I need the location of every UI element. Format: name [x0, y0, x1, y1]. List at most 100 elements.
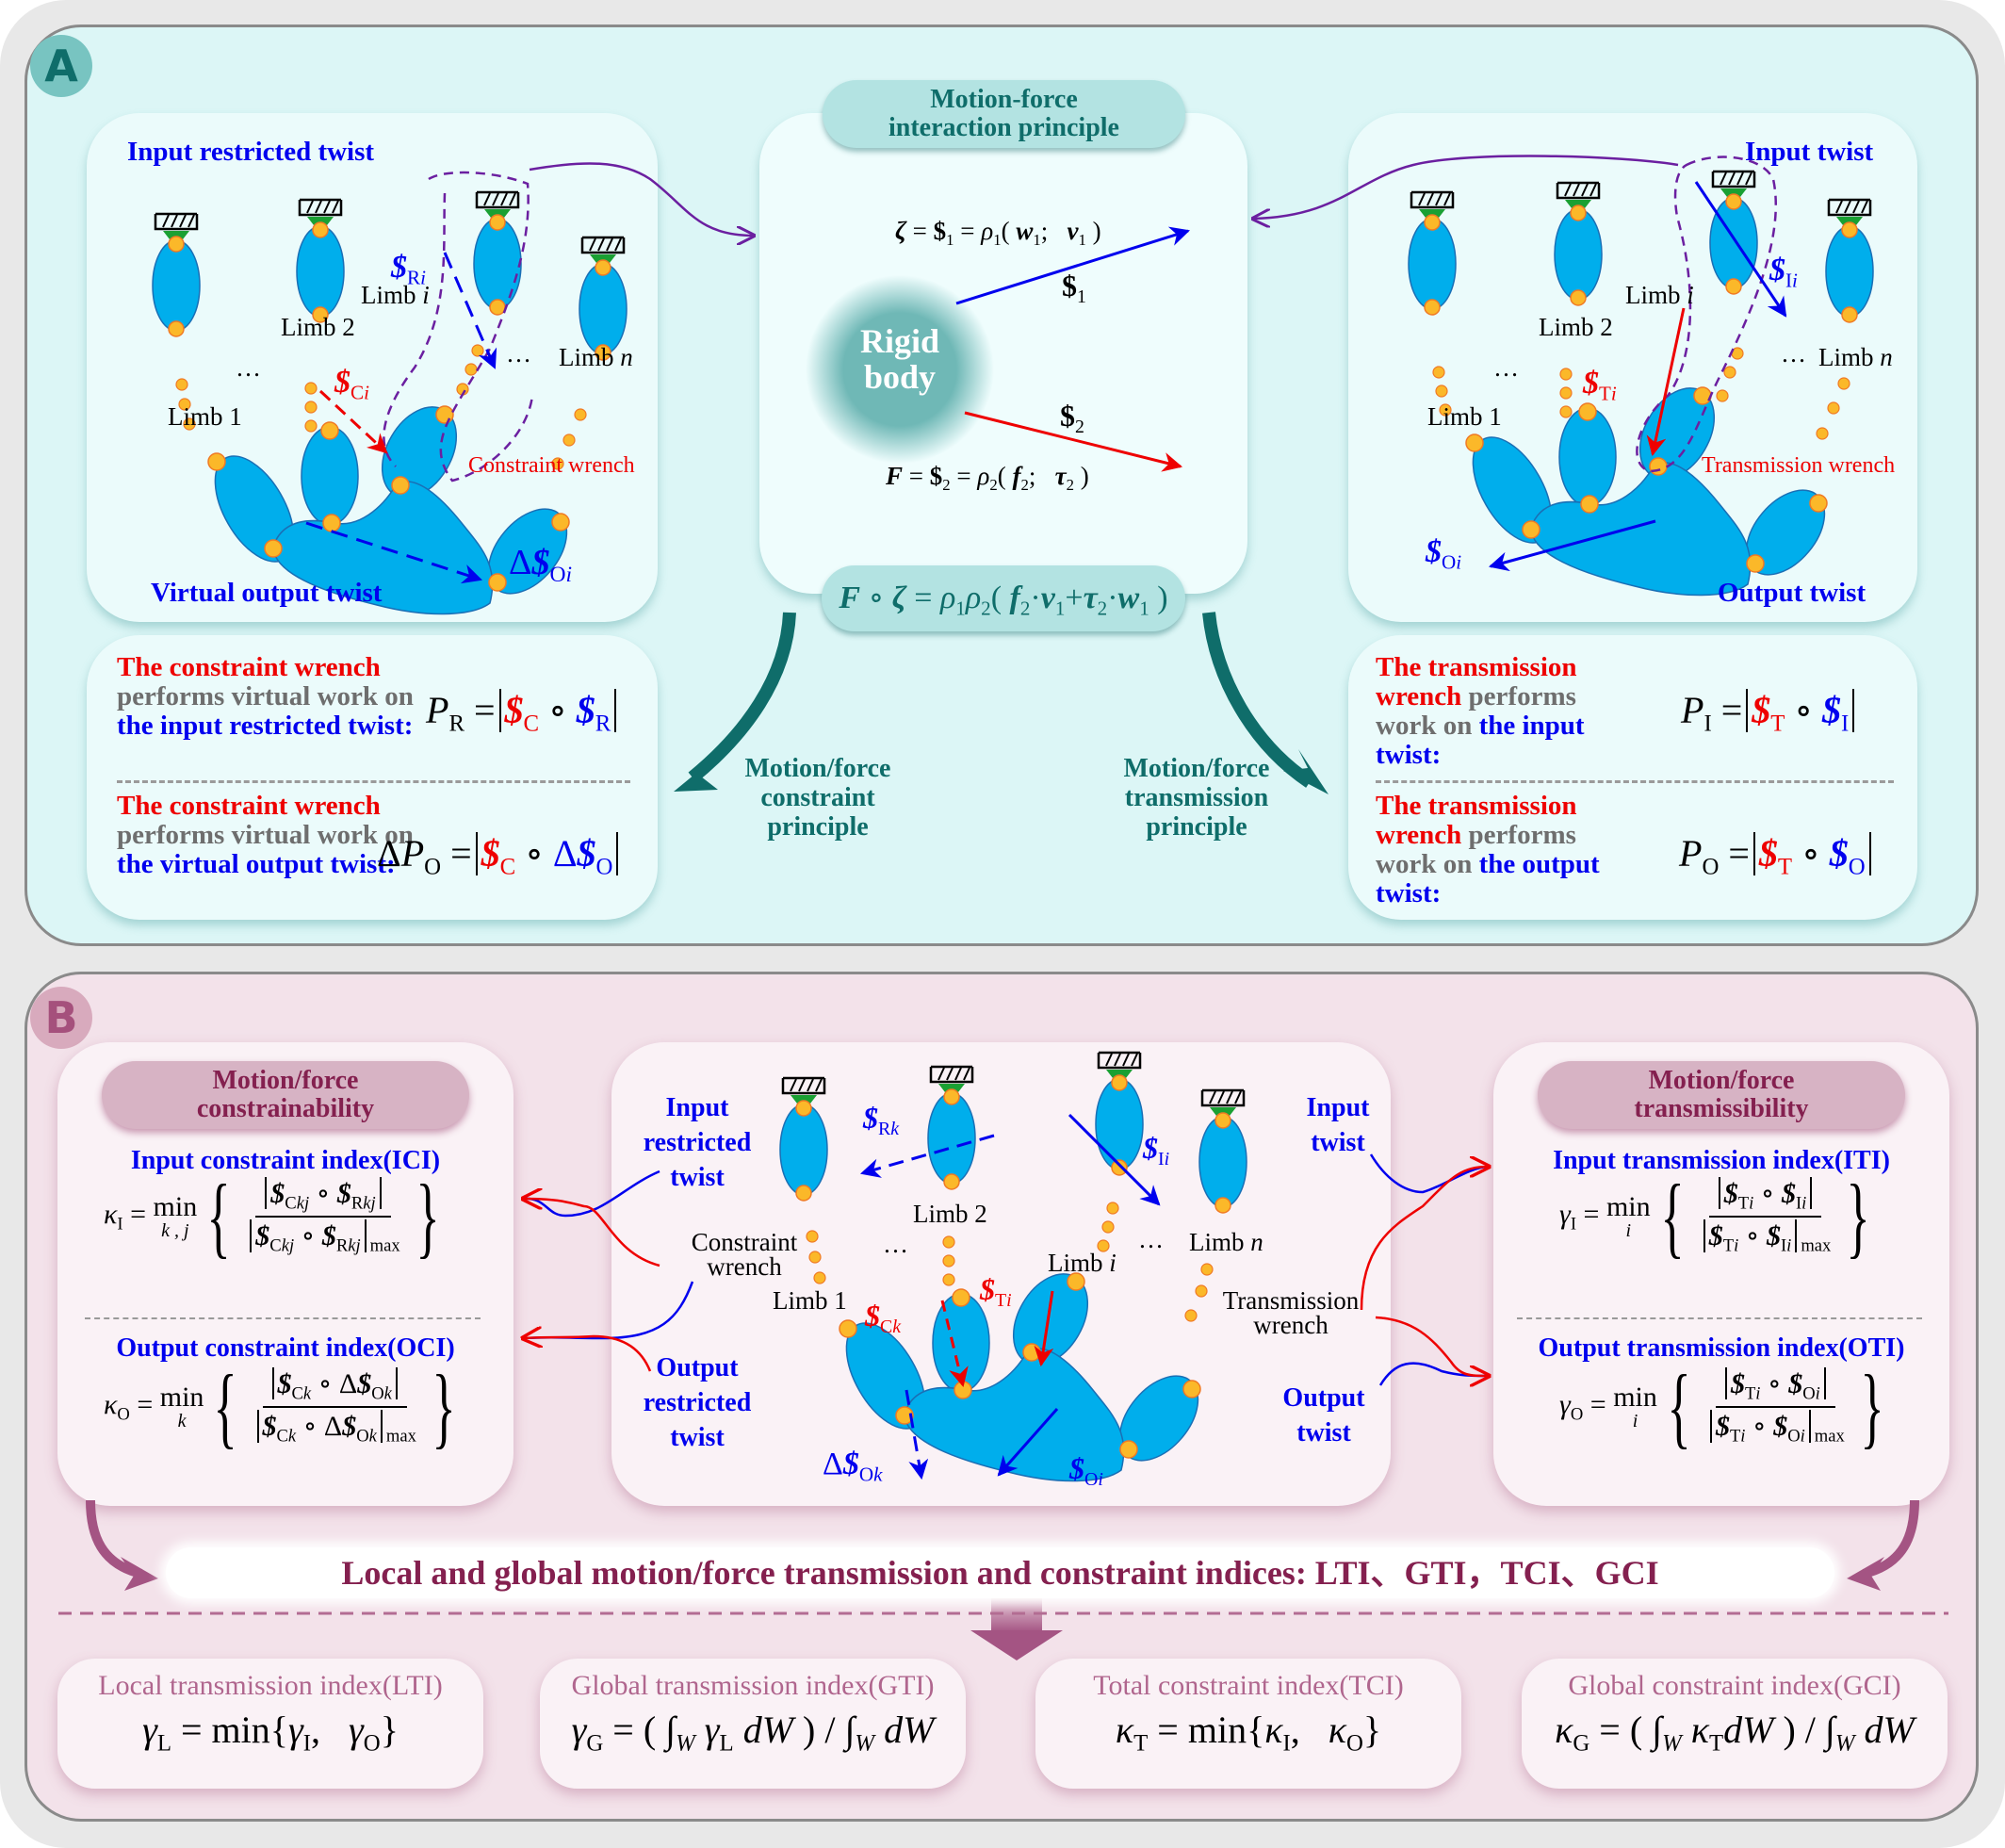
a-left-mechanism	[151, 162, 754, 613]
label-line: restricted	[643, 1128, 752, 1157]
label-line: Transmission	[1222, 1286, 1360, 1315]
b-connectors	[523, 1153, 1489, 1385]
gti-formula: γG = ( ∫W γL dW ) / ∫W dW	[571, 1709, 935, 1757]
label-line: Input	[665, 1093, 729, 1122]
iti-label: Input transmission index(ITI)	[1553, 1146, 1890, 1175]
pill-title-line: constrainability	[196, 1094, 375, 1123]
oti-label: Output transmission index(OTI)	[1538, 1333, 1905, 1363]
pi-formula: PI =$T ∘ $I	[1681, 688, 1858, 738]
principle-line: transmission	[1124, 783, 1269, 812]
screw-ii-label: $Ii	[1143, 1131, 1170, 1169]
label-line: twist	[1296, 1418, 1351, 1447]
screw-ti-label: $Ti	[980, 1272, 1012, 1311]
panel-b-badge: B	[30, 987, 92, 1049]
divider	[1517, 1317, 1922, 1319]
transmission-wrench-label: Transmission wrench	[1702, 453, 1896, 478]
limb-i-label: Limb i	[361, 281, 430, 309]
transmission-work-box	[1348, 635, 1917, 920]
screw-r-label: $Ri	[391, 250, 426, 289]
index-card-lti: Local transmission index(LTI) γL = min{γ…	[57, 1659, 483, 1789]
label-line: Input	[1306, 1093, 1370, 1122]
virtual-output-twist-label: Virtual output twist	[151, 578, 383, 608]
interaction-drawing	[806, 226, 1191, 472]
limb-i-label: Limb i	[1625, 281, 1694, 309]
lti-formula: γL = min{γI, γO}	[142, 1709, 399, 1757]
ellipsis: …	[506, 339, 531, 368]
screw-delta-o-label: Δ$Oi	[509, 543, 572, 588]
constraint-wrench-label: Constraint wrench	[674, 1230, 815, 1281]
interaction-principle-pill: Motion-force interaction principle	[823, 80, 1185, 148]
limb-2-label: Limb 2	[1539, 313, 1613, 341]
input-twist-label: Input twist	[1745, 137, 1874, 167]
limb-i-label: Limb i	[1048, 1249, 1117, 1277]
output-twist-label: Output twist	[1718, 578, 1866, 608]
divider	[1376, 780, 1894, 783]
screw-delta-ok-label: Δ$Ok	[823, 1447, 883, 1486]
output-restricted-twist-label: Output restricted twist	[627, 1350, 768, 1455]
principle-line: principle	[1146, 812, 1247, 842]
limb-2-label: Limb 2	[913, 1200, 987, 1228]
panel-a-badge: A	[30, 35, 92, 97]
label-line: Output	[1282, 1383, 1365, 1413]
rigid-body-line: body	[863, 358, 937, 396]
pill-title-line: Motion/force	[1648, 1066, 1795, 1095]
gci-formula: κG = ( ∫W κTdW ) / ∫W dW	[1555, 1709, 1915, 1757]
principle-line: constraint	[760, 783, 875, 812]
limb-n-label: Limb n	[559, 343, 633, 371]
limb-n-label: Limb n	[1189, 1228, 1263, 1256]
constrainability-pill: Motion/force constrainability	[102, 1061, 469, 1129]
constraint-item-2-text: The constraint wrench performs virtual w…	[117, 791, 414, 879]
screw-c-label: $Ci	[334, 365, 369, 404]
principle-line: principle	[767, 812, 869, 842]
transmission-principle-label: Motion/force transmission principle	[1098, 754, 1296, 842]
index-title: Global constraint index(GCI)	[1568, 1670, 1901, 1701]
ellipsis: …	[1781, 339, 1806, 368]
limb-n-label: Limb n	[1818, 343, 1893, 371]
input-twist-label: Input twist	[1281, 1090, 1394, 1160]
index-card-gci: Global constraint index(GCI) κG = ( ∫W κ…	[1522, 1659, 1948, 1789]
index-card-gti: Global transmission index(GTI) γG = ( ∫W…	[540, 1659, 966, 1789]
limb-1-label: Limb 1	[1427, 402, 1502, 431]
transmission-item-2-text: The transmission wrench performs work on…	[1376, 791, 1600, 908]
constraint-item-1-text: The constraint wrench performs virtual w…	[117, 652, 414, 741]
transmissibility-pill: Motion/force transmissibility	[1538, 1061, 1905, 1129]
flow-arrows	[86, 1499, 1919, 1660]
constraint-work-box	[87, 635, 658, 920]
rigid-body-label: Rigid body	[843, 323, 956, 395]
screw-rk-label: $Rk	[863, 1101, 900, 1139]
screw-o-label: $Oi	[1426, 534, 1462, 574]
index-title: Local transmission index(LTI)	[98, 1670, 443, 1701]
pill-title-line: interaction principle	[888, 113, 1119, 142]
limb-1-label: Limb 1	[773, 1286, 847, 1315]
index-title: Total constraint index(TCI)	[1093, 1670, 1404, 1701]
a-right-mechanism	[1253, 155, 1875, 596]
index-title: Global transmission index(GTI)	[571, 1670, 935, 1701]
pill-title-line: Motion-force	[930, 85, 1078, 114]
constraint-wrench-label: Constraint wrench	[468, 453, 635, 478]
label-line: twist	[670, 1423, 725, 1452]
ellipsis: …	[236, 353, 261, 382]
label-line: wrench	[1253, 1311, 1329, 1339]
pr-formula: PR =$C ∘ $R	[426, 688, 620, 738]
ellipsis: …	[883, 1230, 908, 1258]
oci-label: Output constraint index(OCI)	[116, 1333, 455, 1363]
indices-banner: Local and global motion/force transmissi…	[166, 1547, 1834, 1598]
pill-title-line: transmissibility	[1634, 1094, 1809, 1123]
principle-arrows	[674, 612, 1329, 794]
b-mechanism	[778, 1051, 1248, 1481]
output-twist-label: Output twist	[1267, 1381, 1380, 1450]
label-line: wrench	[707, 1252, 782, 1281]
screw-ck-label: $Ck	[865, 1299, 902, 1337]
screw-oi-label: $Oi	[1069, 1451, 1103, 1490]
constraint-principle-label: Motion/force constraint principle	[724, 754, 912, 842]
input-restricted-twist-label: Input restricted twist	[627, 1090, 768, 1195]
divider	[85, 1317, 481, 1319]
wrench-equation: F = $2 = ρ2( f2; τ2 )	[886, 462, 1089, 494]
divider	[117, 780, 630, 783]
ici-label: Input constraint index(ICI)	[130, 1146, 441, 1175]
limb-2-label: Limb 2	[281, 313, 355, 341]
